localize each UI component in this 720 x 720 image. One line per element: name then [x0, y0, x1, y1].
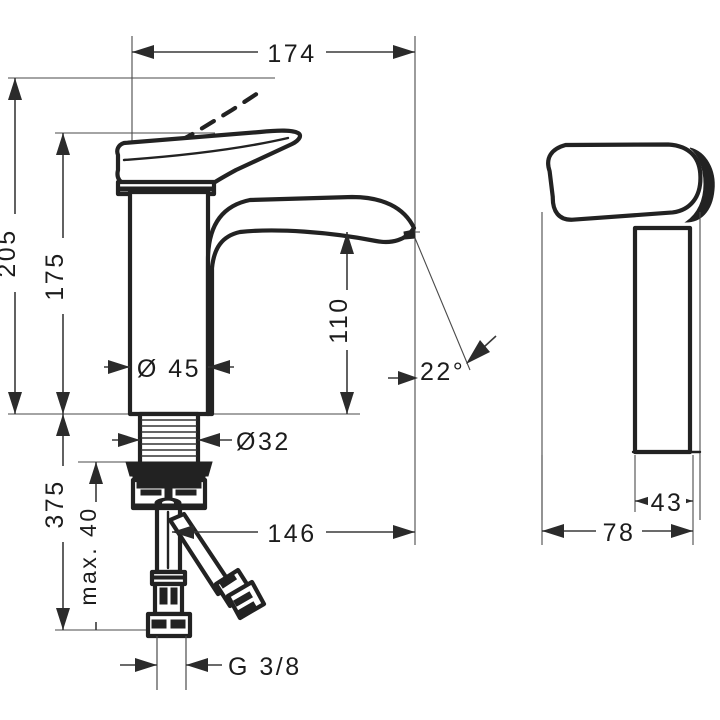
dimension-174: 174 [132, 38, 415, 68]
dimension-43: 43 [635, 487, 693, 517]
dimension-146: 146 [172, 518, 415, 548]
dimension-diameter-45: Ø 45 [104, 355, 234, 383]
dimension-diameter-32: Ø32 [112, 428, 291, 456]
faucet-front-view [541, 142, 715, 545]
dimension-diameter-45-label: Ø 45 [137, 355, 201, 383]
dimension-43-label: 43 [651, 489, 684, 517]
dimension-22-degrees-label: 22° [420, 358, 465, 386]
dimension-205-label: 205 [0, 228, 21, 277]
lever-handle [115, 128, 303, 187]
thread-hatching [141, 419, 197, 457]
dimension-78-label: 78 [603, 519, 636, 547]
dimension-78: 78 [542, 517, 693, 547]
mounting-flange [125, 461, 213, 481]
spout-arc [205, 194, 417, 417]
dimension-205: 205 [0, 78, 29, 414]
supply-tube [145, 505, 193, 690]
faucet-side-view [115, 90, 417, 417]
dimension-175-label: 175 [41, 251, 69, 300]
dimension-max-40: max. 40 [75, 462, 110, 630]
dimension-diameter-32-label: Ø32 [236, 428, 291, 456]
dimension-375: 375 [41, 414, 77, 630]
dimension-max-40-label: max. 40 [75, 506, 101, 605]
dimension-22-degrees: 22° [388, 237, 497, 386]
dimension-g38-label: G 3/8 [228, 653, 302, 681]
front-handle-outline [546, 142, 703, 222]
threaded-shank [137, 411, 201, 467]
clamping-nut [130, 477, 208, 511]
front-handle-shadow [684, 147, 715, 223]
dimension-g38: G 3/8 [120, 653, 302, 681]
dimension-175: 175 [41, 133, 77, 414]
dimension-110: 110 [325, 232, 361, 414]
dimension-110-label: 110 [325, 296, 353, 343]
dimension-146-label: 146 [267, 520, 316, 548]
front-body-column [541, 212, 702, 520]
dimension-375-label: 375 [41, 479, 69, 528]
dimension-174-label: 174 [267, 40, 316, 68]
mounting-assembly [125, 411, 267, 690]
